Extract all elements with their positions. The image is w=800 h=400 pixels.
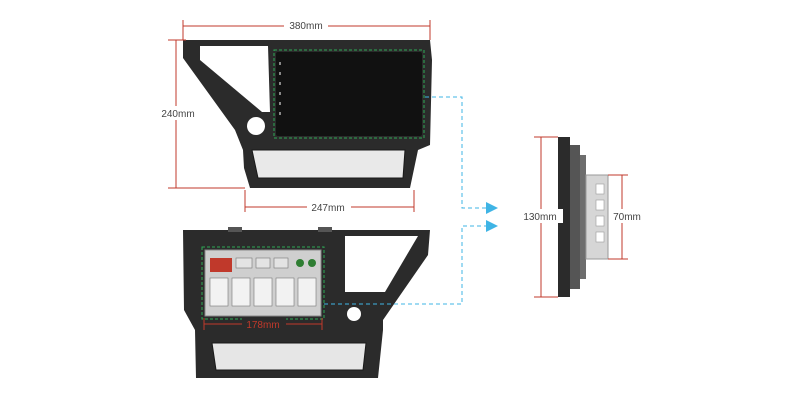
- arrow-right-icon: [486, 202, 498, 232]
- label-side-depth: 70mm: [613, 212, 641, 223]
- front-screen: [276, 52, 422, 136]
- front-view: [183, 40, 432, 188]
- screen-outline: [273, 49, 425, 139]
- label-side-height: 130mm: [523, 212, 556, 223]
- climate-cutout: [251, 149, 406, 179]
- dimension-side-depth: 70mm: [608, 174, 644, 260]
- dimension-back-width: 178mm: [203, 318, 323, 331]
- back-climate-cutout: [211, 342, 367, 371]
- side-panel: [558, 137, 570, 297]
- label-front-width: 380mm: [289, 21, 322, 32]
- dimension-front-height: 240mm: [156, 39, 245, 189]
- dimension-side-height: 130mm: [517, 136, 563, 298]
- guide-lines: [324, 96, 488, 305]
- back-cutout: [345, 236, 418, 292]
- back-knob-hole: [347, 307, 361, 321]
- label-back-width: 178mm: [246, 320, 279, 331]
- dimension-bottom-width: 247mm: [244, 190, 415, 214]
- knob-hole: [247, 117, 265, 135]
- dimension-front-width: 380mm: [182, 18, 431, 40]
- front-cutout: [200, 46, 270, 112]
- label-front-height: 240mm: [161, 109, 194, 120]
- label-bottom-width: 247mm: [311, 203, 344, 214]
- connector-block: [209, 257, 317, 307]
- side-buttons: [279, 62, 281, 115]
- side-view: [558, 137, 609, 297]
- back-view: [183, 227, 430, 378]
